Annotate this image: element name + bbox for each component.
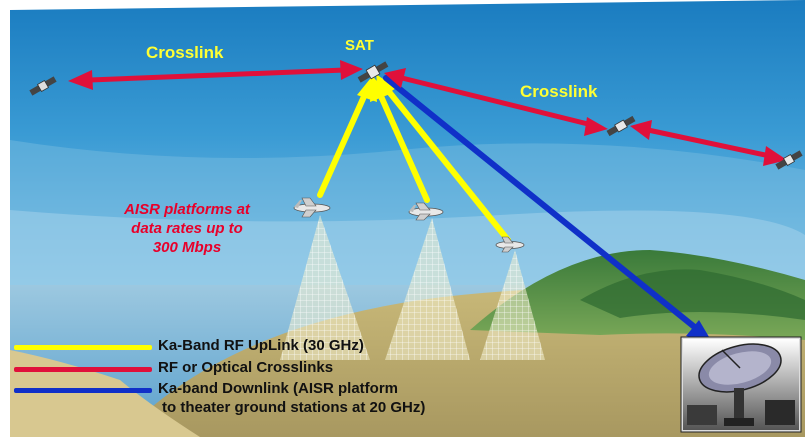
aisr-label-line3: 300 Mbps xyxy=(152,239,222,256)
satellite-icon xyxy=(357,61,389,83)
crosslink-arrows xyxy=(68,60,787,166)
uplink-legend-label: Ka-Band RF UpLink (30 GHz) xyxy=(158,337,364,354)
aircraft-icon xyxy=(408,202,444,221)
downlink-legend-continuation: to theater ground stations at 20 GHz) xyxy=(162,399,426,416)
sensor-beam-2 xyxy=(385,218,470,360)
crosslink-label-right: Crosslink xyxy=(520,82,598,101)
downlink-legend-label: Ka-band Downlink (AISR platform xyxy=(158,380,398,397)
satellite-icon xyxy=(775,150,803,170)
aircraft-icon xyxy=(495,236,525,253)
downlink-legend-swatch xyxy=(14,388,152,393)
sensor-beam-3 xyxy=(480,250,545,360)
satellite-dish-icon xyxy=(680,336,802,433)
crosslink-label-left: Crosslink xyxy=(146,43,224,62)
aircraft-icon xyxy=(293,197,331,218)
sensor-beam-1 xyxy=(280,215,370,360)
uplink-arrows xyxy=(317,74,511,243)
satellite-icon xyxy=(606,115,636,137)
aisr-label-line1: AISR platforms at xyxy=(124,201,250,218)
crosslink-legend-swatch xyxy=(14,367,152,372)
crosslink-legend-label: RF or Optical Crosslinks xyxy=(158,359,334,376)
aisr-label: AISR platforms at data rates up to 300 M… xyxy=(107,200,267,257)
satellite-icon xyxy=(29,76,57,96)
uplink-legend-swatch xyxy=(14,345,152,350)
aisr-label-line2: data rates up to xyxy=(131,220,243,237)
sat-label: SAT xyxy=(345,37,374,54)
